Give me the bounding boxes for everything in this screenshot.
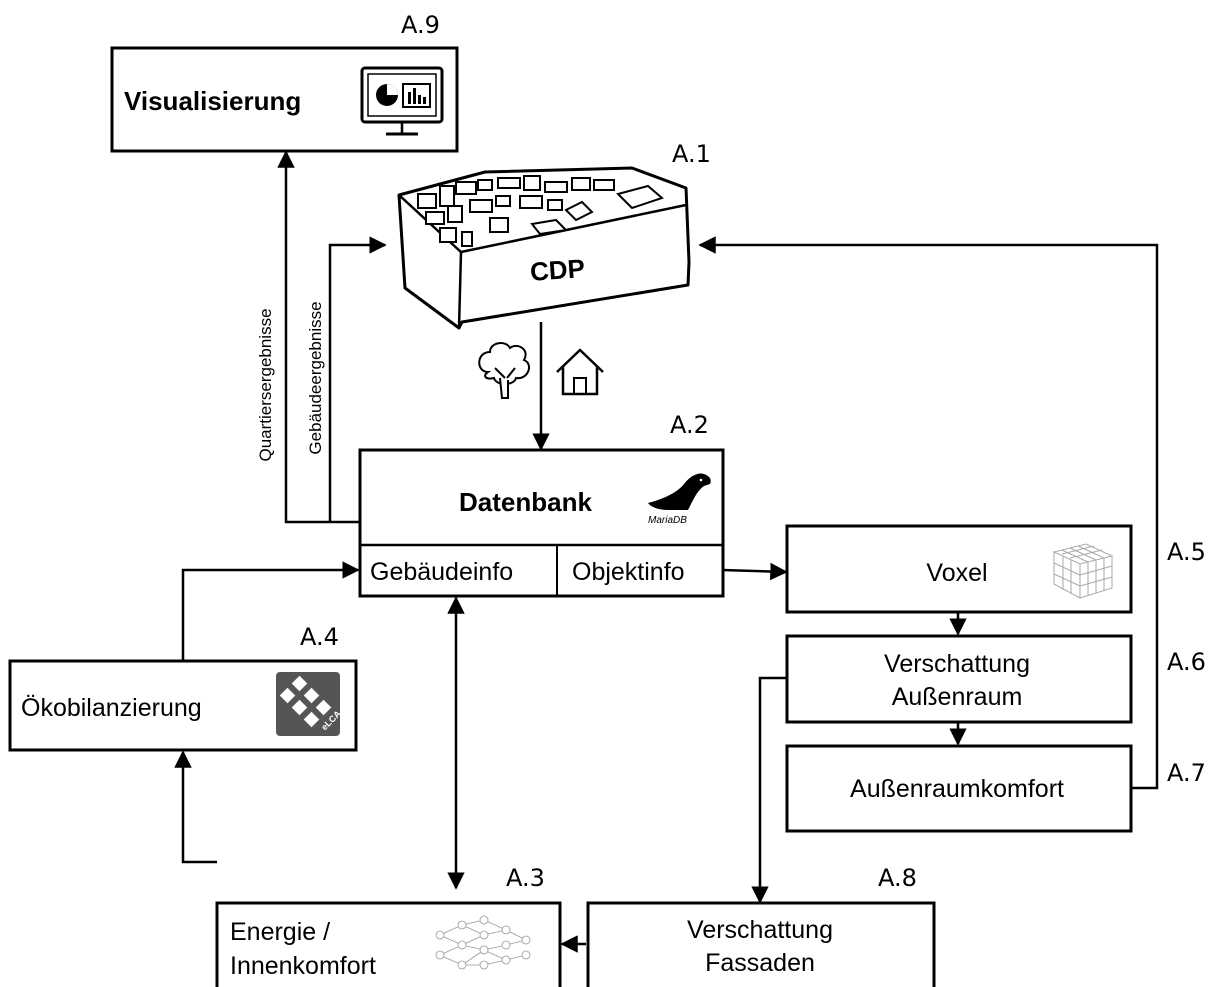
edge-komfort-cdp — [698, 236, 1159, 790]
verschattung-aussenraum-box — [785, 634, 1133, 724]
tag-a1: A.1 — [672, 140, 711, 168]
tag-a4: A.4 — [300, 623, 339, 651]
datenbank-label: Datenbank — [459, 487, 592, 517]
energie-line1: Energie / — [230, 918, 330, 946]
edge-oekobilanz-gebaeudeinfo — [181, 561, 360, 660]
aussenraumkomfort-label: Außenraumkomfort — [850, 775, 1064, 803]
voxel-box — [785, 524, 1133, 614]
aussenraumkomfort-box — [785, 744, 1133, 833]
edge-label-quartiersergebnisse: Quartiersergebnisse — [256, 308, 275, 461]
verschattung-fassaden-box — [586, 901, 936, 987]
city-model-icon — [397, 166, 691, 330]
edge-energie-oekobilanz — [174, 750, 217, 864]
tag-a9: A.9 — [401, 11, 440, 39]
objektinfo-label: Objektinfo — [572, 558, 685, 586]
datenbank-box — [358, 448, 725, 598]
oekobilanzierung-label: Ökobilanzierung — [21, 694, 202, 722]
seal-icon — [648, 473, 711, 510]
energie-line2: Innenkomfort — [230, 952, 376, 980]
edge-aussenraum-fassaden — [751, 676, 787, 904]
tag-a2: A.2 — [670, 411, 709, 439]
monitor-chart-icon — [360, 66, 444, 136]
edge-label-gebaeudeergebnisse: Gebäudeergebnisse — [306, 301, 325, 454]
gebaeudeinfo-label: Gebäudeinfo — [370, 558, 513, 586]
visualisierung-label: Visualisierung — [124, 86, 301, 116]
elca-icon — [276, 672, 340, 736]
verschattung-aussenraum-line2: Außenraum — [892, 683, 1023, 711]
tag-a3: A.3 — [506, 864, 545, 892]
voxel-cube-icon — [1052, 543, 1114, 599]
edge-gebaeudeergebnisse — [328, 236, 387, 522]
edge-quartiersergebnisse — [277, 150, 360, 524]
edge-objektinfo-voxel — [721, 562, 788, 581]
verschattung-fassaden-line2: Fassaden — [705, 949, 815, 977]
tag-a7: A.7 — [1167, 759, 1206, 787]
tree-icon — [478, 342, 531, 399]
verschattung-aussenraum-line1: Verschattung — [884, 650, 1030, 678]
voxel-label: Voxel — [926, 559, 987, 587]
tag-a6: A.6 — [1167, 648, 1206, 676]
mariadb-logo: MariaDB — [648, 515, 687, 526]
house-icon — [556, 348, 604, 396]
neural-network-icon — [435, 915, 531, 970]
verschattung-fassaden-line1: Verschattung — [687, 916, 833, 944]
cdp-label: CDP — [529, 253, 586, 287]
connectors — [174, 150, 1159, 953]
tag-a5: A.5 — [1167, 538, 1206, 566]
tag-a8: A.8 — [878, 864, 917, 892]
